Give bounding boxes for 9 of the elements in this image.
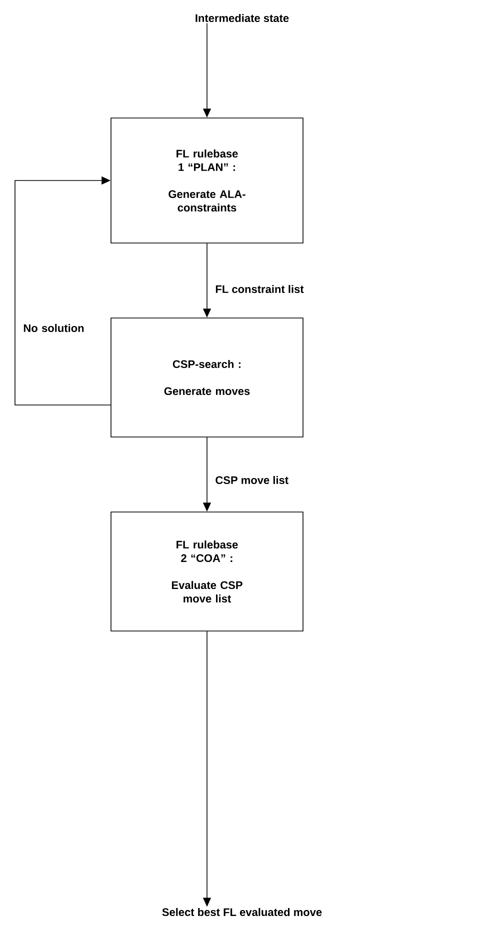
process-box: CSP-search : Generate moves <box>110 318 304 438</box>
edge-label: No solution <box>24 324 84 332</box>
process-box: FL rulebase 1 “PLAN” : Generate ALA-constraints <box>110 118 304 244</box>
edge-label: FL constraint list <box>216 284 304 294</box>
flow-text: Intermediate state <box>196 14 289 22</box>
process-box: FL rulebase 2 “COA” : Evaluate CSP move list <box>110 512 304 632</box>
edge-label: CSP move list <box>216 476 288 484</box>
feedback-arrow <box>14 176 111 406</box>
flow-text: Select best FL evaluated move <box>162 908 322 916</box>
